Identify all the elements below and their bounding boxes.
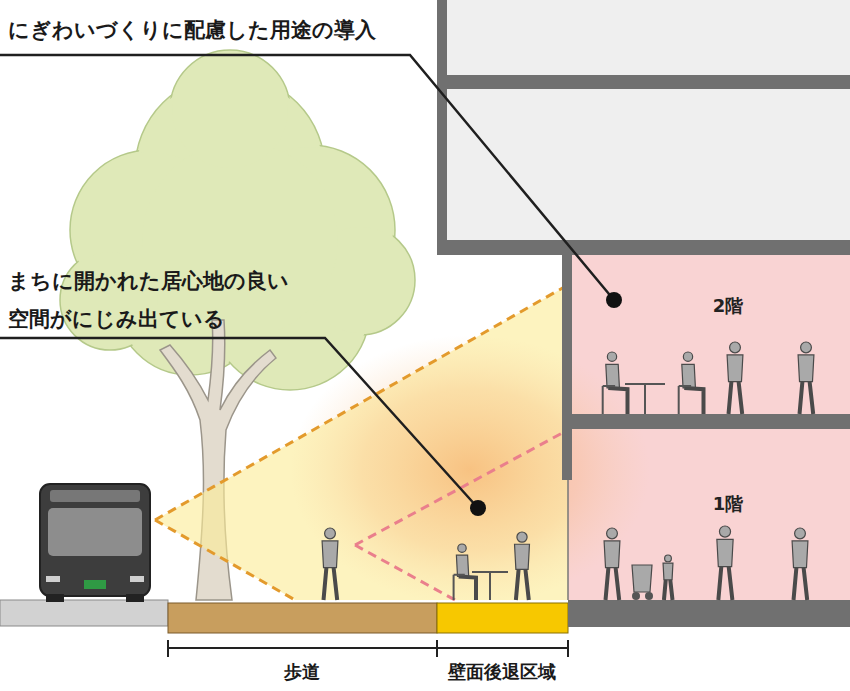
upper-building — [437, 0, 850, 255]
glass-front — [567, 480, 569, 600]
person-legs — [794, 568, 808, 600]
person-legs — [800, 382, 814, 414]
person-figure — [604, 528, 620, 600]
leader-line — [0, 338, 478, 508]
building-wall — [562, 255, 572, 480]
person-head — [683, 352, 692, 361]
person-legs — [729, 382, 743, 414]
floor-area: 1階 — [572, 430, 850, 600]
bus-sign — [50, 490, 140, 502]
dimension-label: 歩道 — [284, 660, 320, 684]
person-legs — [608, 388, 627, 414]
dimension-tick — [436, 640, 438, 657]
person-figure — [717, 526, 733, 600]
dimension-tick — [167, 640, 169, 657]
floor-slab — [437, 75, 850, 89]
cafe-table — [625, 384, 665, 414]
person-body — [798, 355, 814, 382]
callout-text: まちに開かれた居心地の良い 空間がにじみ出ている — [8, 262, 308, 338]
floor-slab — [437, 240, 850, 255]
tree-canopy-fill — [62, 252, 158, 348]
person-head — [665, 555, 672, 562]
person-figure — [515, 532, 530, 600]
person-body — [515, 544, 530, 569]
person-body — [727, 355, 743, 382]
person-legs — [459, 576, 476, 600]
sight-line — [155, 520, 295, 600]
person-head — [801, 342, 812, 353]
dimension-line — [168, 647, 568, 649]
table-leg — [644, 384, 646, 414]
stroller-wheel — [632, 592, 640, 600]
sight-line — [355, 545, 455, 600]
callout-dot — [470, 500, 486, 516]
building-wall — [437, 0, 447, 255]
dimension-bracket — [168, 640, 568, 657]
person-figure — [322, 528, 338, 600]
person-body — [606, 364, 620, 388]
chair — [679, 386, 691, 414]
person-figure — [727, 342, 743, 414]
person-head — [607, 352, 616, 361]
bus-plate — [84, 580, 106, 589]
bus-windshield — [48, 508, 142, 556]
person-legs — [684, 388, 703, 414]
floor-slab — [568, 414, 850, 429]
bus-wheel — [46, 594, 64, 602]
person-figure — [603, 352, 628, 414]
person-head — [795, 528, 806, 539]
callout-dot — [606, 292, 622, 308]
stroller — [632, 565, 652, 592]
stroller-wheel — [645, 592, 653, 600]
person-body — [663, 563, 673, 580]
person-head — [607, 528, 618, 539]
callout-text: にぎわいづくりに配慮した用途の導入 — [8, 16, 376, 44]
person-legs — [664, 580, 673, 600]
person-body — [792, 541, 808, 568]
floor-label: 2階 — [713, 294, 744, 318]
bus — [40, 484, 150, 602]
person-legs — [516, 569, 529, 600]
person-figure — [792, 528, 808, 600]
chair — [603, 386, 615, 414]
person-figure — [663, 555, 673, 600]
chair — [454, 575, 465, 600]
setback-band — [437, 603, 568, 633]
person-body — [717, 539, 733, 566]
person-head — [730, 342, 741, 353]
person-figure — [454, 544, 476, 600]
person-head — [458, 544, 466, 552]
person-head — [719, 526, 730, 537]
sidewalk-band — [168, 603, 437, 633]
bus-light — [130, 576, 144, 582]
table-leg — [489, 572, 491, 600]
tree-canopy-fill — [172, 52, 288, 168]
dimension-label: 壁面後退区域 — [448, 660, 556, 684]
bus-wheel — [126, 594, 144, 602]
dimension-tick — [567, 640, 569, 657]
person-figure — [798, 342, 814, 414]
person-body — [682, 364, 696, 388]
building-floor — [568, 600, 850, 627]
person-body — [322, 541, 338, 568]
floor-label: 1階 — [713, 492, 744, 516]
roadway — [0, 600, 168, 626]
person-body — [456, 555, 468, 576]
person-legs — [324, 568, 338, 600]
leader-line — [0, 55, 614, 300]
bus-light — [46, 576, 60, 582]
floor-area — [568, 255, 850, 600]
floor-area: 2階 — [572, 258, 850, 413]
person-legs — [718, 567, 732, 600]
person-figure — [679, 352, 704, 414]
person-body — [604, 541, 620, 568]
person-legs — [606, 568, 620, 600]
bus-body — [40, 484, 150, 596]
person-head — [517, 532, 527, 542]
person-head — [325, 528, 336, 539]
glow-area — [290, 335, 650, 605]
